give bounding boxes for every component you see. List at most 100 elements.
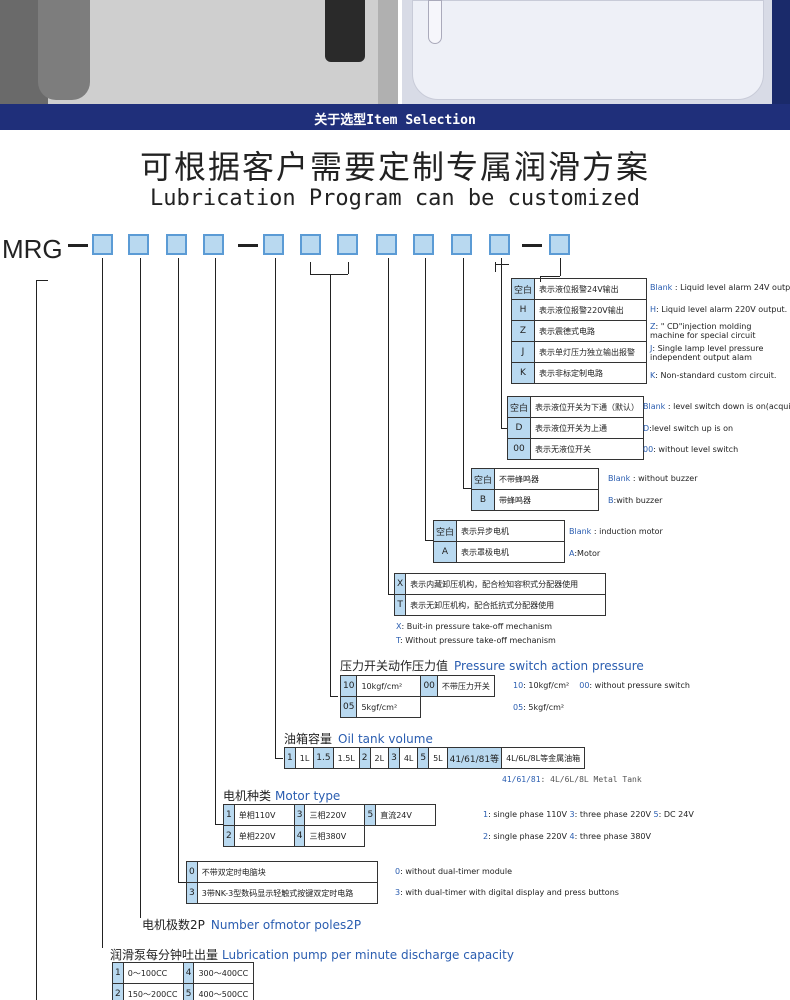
option-code: 3 — [186, 882, 198, 904]
code-slot-7 — [337, 234, 358, 255]
option-value: 直流24V — [375, 804, 437, 826]
code-slot-2 — [128, 234, 149, 255]
option-code: 2 — [358, 747, 371, 769]
option-code: K — [510, 362, 536, 384]
option-code: 空白 — [510, 278, 536, 300]
option-value: 三相220V — [304, 804, 366, 826]
option-value: 2L — [369, 747, 390, 769]
option-code: 41/61/81等 — [446, 747, 503, 769]
option-desc: 表示无液位开关 — [530, 438, 645, 460]
option-desc: 表示内藏卸压机构，配合检知容积式分配器使用 — [405, 573, 607, 595]
option-value: 400～500CC — [193, 983, 255, 1000]
code-slot-1 — [92, 234, 113, 255]
option-code: D — [506, 417, 532, 439]
motor-kind-note: A:Motor — [569, 549, 601, 558]
oil-tank-note: 41/61/81: 4L/6L/8L Metal Tank — [502, 775, 642, 784]
buzzer-note: B:with buzzer — [608, 496, 663, 505]
buzzer-note: Blank : without buzzer — [608, 474, 698, 483]
code-dash — [522, 244, 542, 247]
option-desc: 表示液位开关为上通 — [530, 417, 645, 439]
alarm-note: Blank : Liquid level alarm 24V output. — [650, 283, 790, 292]
option-code: 空白 — [432, 520, 458, 542]
option-code: H — [510, 299, 536, 321]
alarm-note: J: Single lamp level pressure independen… — [650, 344, 764, 362]
option-value: 300～400CC — [193, 962, 255, 984]
alarm-note: H: Liquid level alarm 220V output. — [650, 305, 788, 314]
motor-type-note: 1: single phase 110V 3: three phase 220V… — [483, 810, 694, 819]
cap-part — [325, 0, 365, 62]
option-desc: 3带NK-3型数码显示轻触式按键双定时电路 — [196, 882, 378, 904]
code-slot-12 — [549, 234, 570, 255]
option-value: 5L — [428, 747, 448, 769]
pump-photo — [0, 0, 398, 104]
option-code: T — [393, 594, 407, 616]
code-dash — [68, 244, 88, 247]
option-desc: 表示液位开关为下通（默认） — [530, 396, 645, 418]
option-value: 150～200CC — [122, 983, 184, 1000]
alarm-note: Z: " CD"injection molding machine for sp… — [650, 322, 756, 340]
option-code: 5 — [364, 804, 377, 826]
option-code: 4 — [182, 962, 195, 984]
code-slot-5 — [263, 234, 284, 255]
timer-note: 3: with dual-timer with digital display … — [395, 888, 619, 897]
option-value: 1.5L — [332, 747, 360, 769]
option-value: 10kgf/cm² — [356, 675, 422, 697]
option-code: 05 — [339, 696, 358, 718]
option-code: 5 — [417, 747, 430, 769]
option-code: 3 — [388, 747, 400, 769]
level-switch-note: 00: without level switch — [643, 445, 739, 454]
option-desc: 表示非标定制电路 — [534, 362, 648, 384]
code-slot-6 — [300, 234, 321, 255]
option-value: 不带压力开关 — [436, 675, 495, 697]
option-code: 1.5 — [313, 747, 334, 769]
pressure-switch-note: 05: 5kgf/cm² — [513, 703, 565, 712]
motor-kind-note: Blank : induction motor — [569, 527, 663, 536]
option-desc: 表示罩极电机 — [456, 541, 566, 563]
option-code: Z — [510, 320, 536, 342]
option-code: A — [432, 541, 458, 563]
option-desc: 表示震德式电路 — [534, 320, 648, 342]
option-desc: 表示液位报警24V输出 — [534, 278, 648, 300]
option-code: X — [393, 573, 407, 595]
option-value: 单相220V — [233, 825, 295, 847]
option-value: 5kgf/cm² — [356, 696, 422, 718]
option-value: 4L — [398, 747, 419, 769]
model-prefix: MRG — [2, 234, 63, 264]
option-code: 2 — [223, 825, 235, 847]
motor-type-note: 2: single phase 220V 4: three phase 380V — [483, 832, 651, 841]
option-code: 3 — [293, 804, 306, 826]
code-slot-10 — [451, 234, 472, 255]
option-value: 4L/6L/8L等金属油箱 — [501, 747, 586, 769]
option-value: 1L — [294, 747, 315, 769]
timer-note: 0: without dual-timer module — [395, 867, 512, 876]
option-code: 1 — [112, 962, 124, 984]
code-dash — [238, 244, 258, 247]
section-banner — [0, 104, 790, 130]
code-slot-8 — [376, 234, 397, 255]
pressure-mech-note: X: Buit-in pressure take-off mechanism — [396, 622, 553, 631]
option-code: 4 — [293, 825, 306, 847]
option-code: 0 — [186, 861, 198, 883]
pressure-switch-table: 10 10kgf/cm² 00 不带压力开关 05 5kgf/cm² — [339, 675, 495, 718]
alarm-note: K: Non-standard custom circuit. — [650, 371, 777, 380]
page-title-cn: 可根据客户需要定制专属润滑方案 — [139, 148, 650, 186]
option-code: 10 — [339, 675, 358, 697]
option-code: 空白 — [506, 396, 532, 418]
option-desc: 表示异步电机 — [456, 520, 566, 542]
option-code: J — [510, 341, 536, 363]
code-slot-9 — [413, 234, 434, 255]
